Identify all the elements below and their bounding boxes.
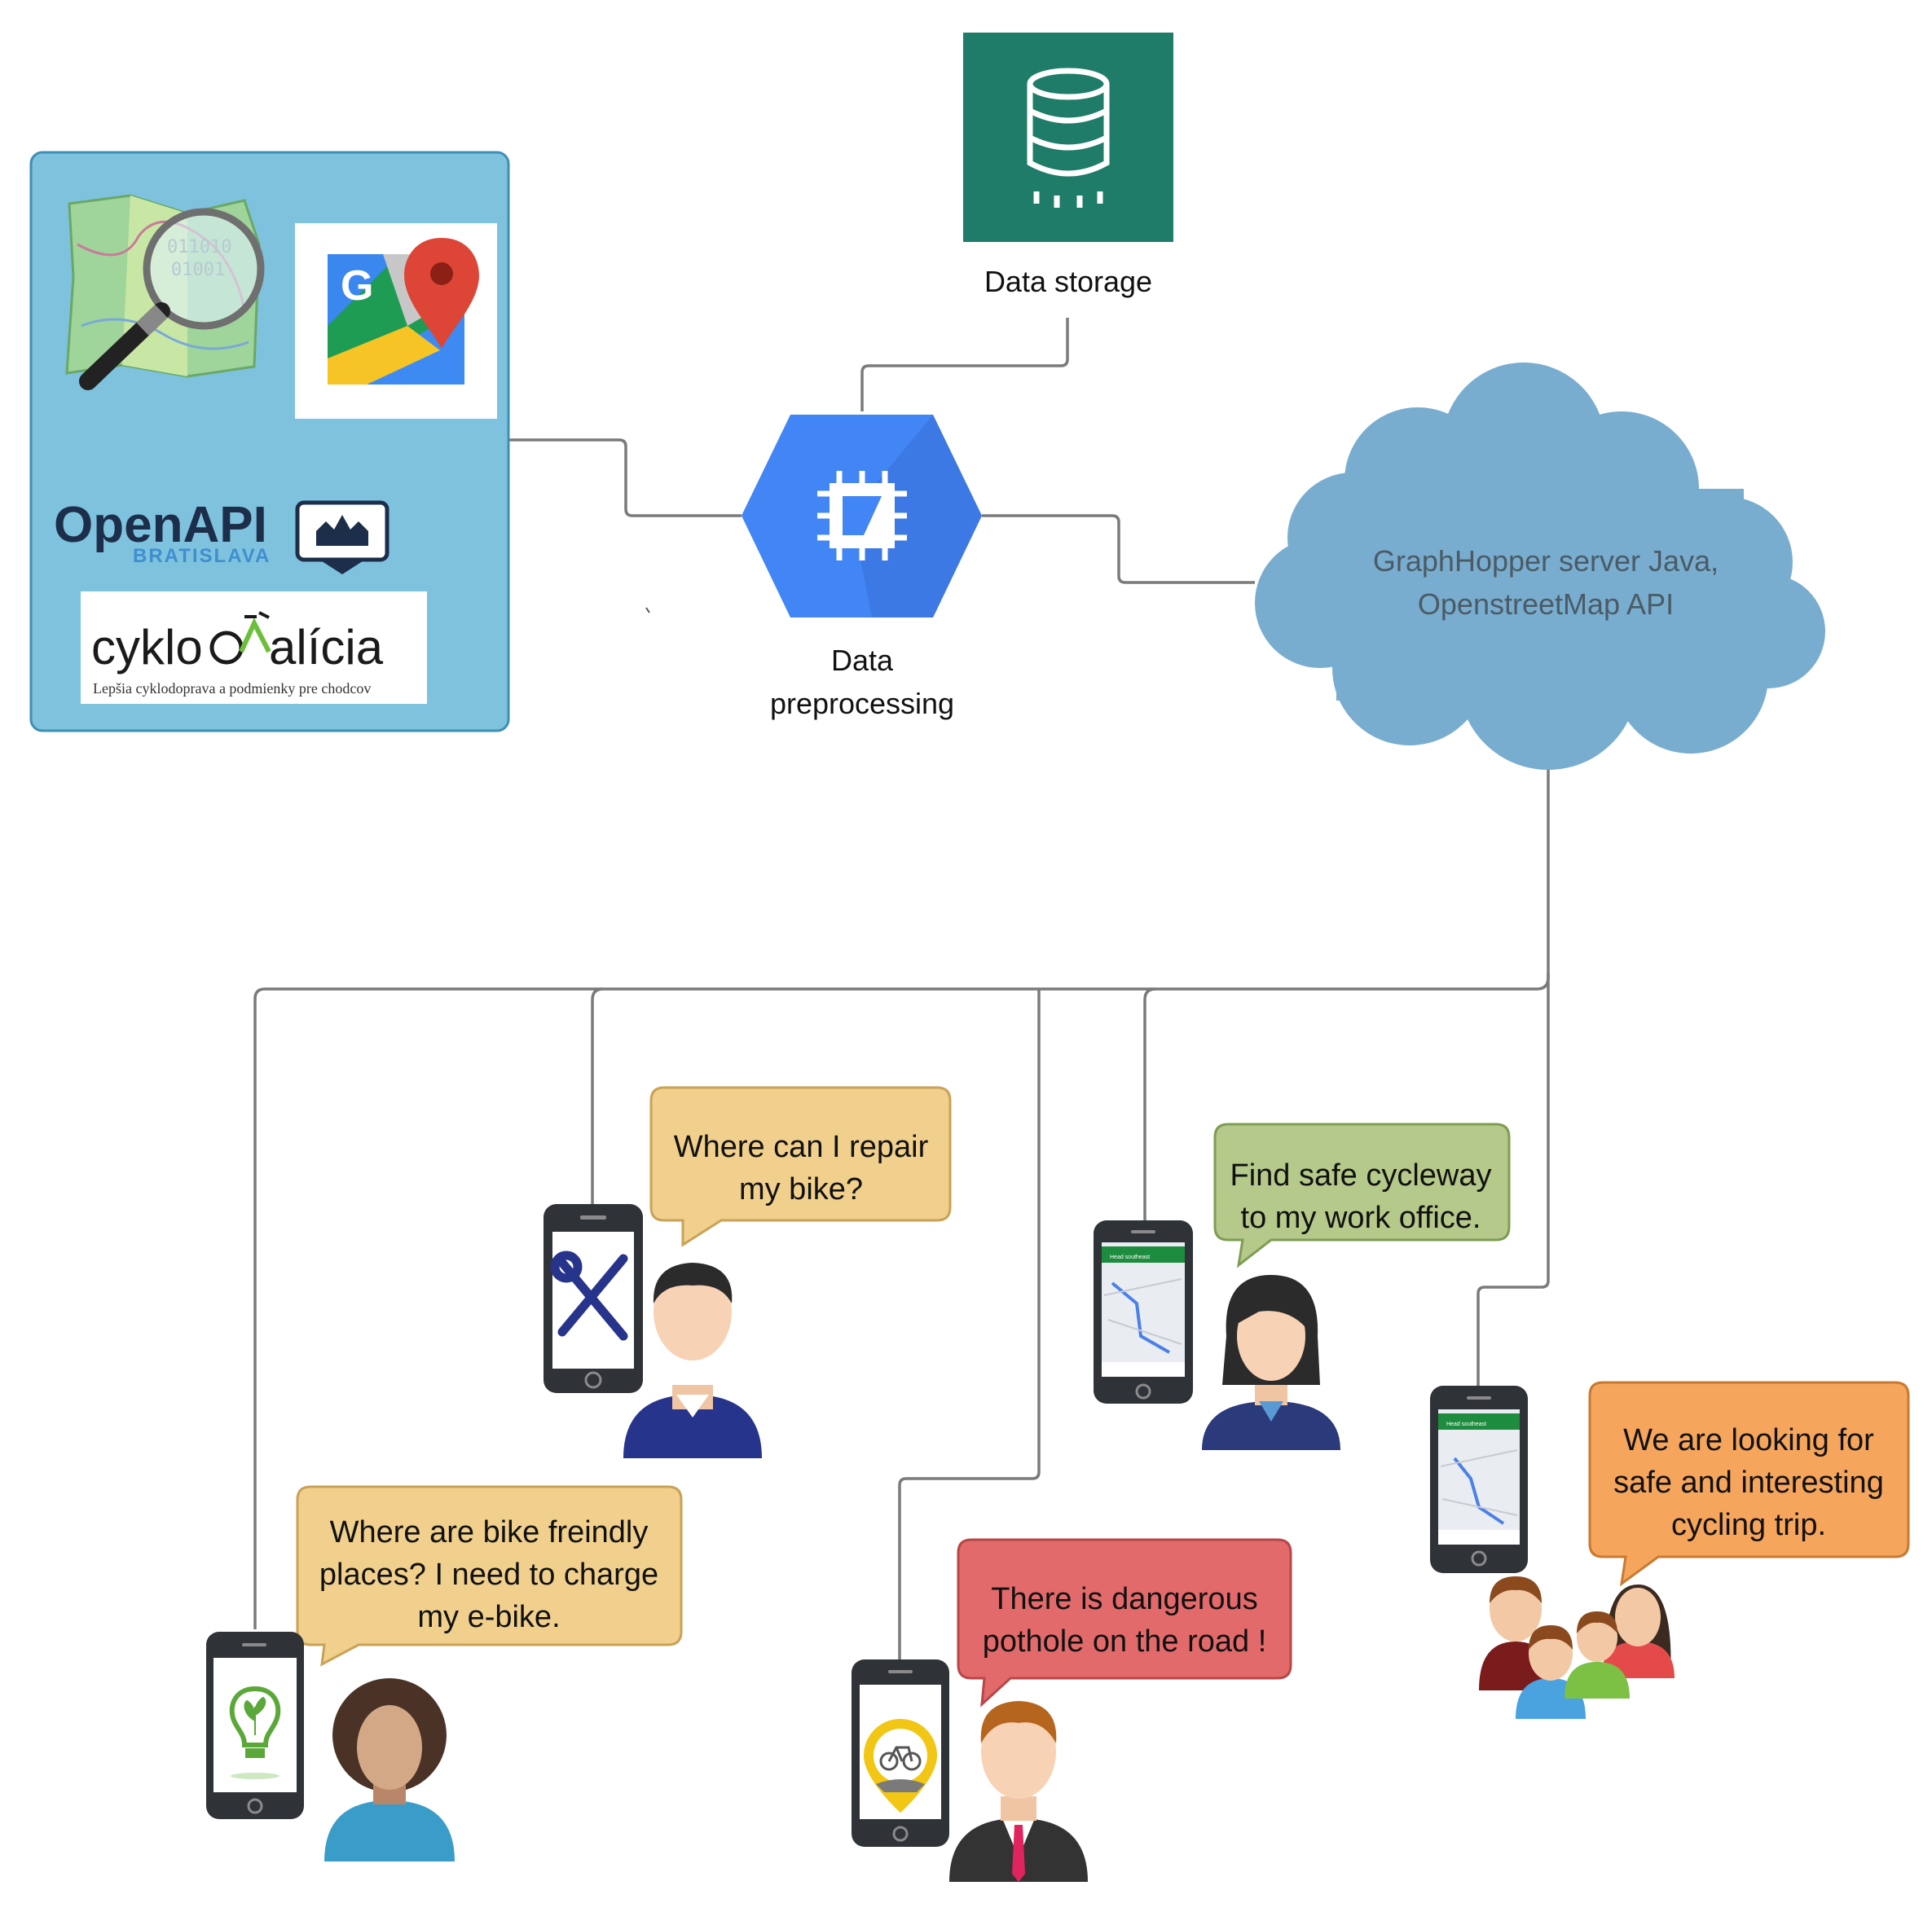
cyklokoalicia-logo: cyklo alícia Lepšia cyklodoprava a podmi… (81, 591, 427, 704)
google-maps-letter: G (341, 262, 373, 310)
speech-bubble-charge: Where are bike freindly places? I need t… (296, 1485, 683, 1667)
graphhopper-server-cloud: GraphHopper server Java, OpenstreetMap A… (1255, 363, 1825, 770)
server-label-line1: GraphHopper server Java, (1373, 544, 1719, 578)
phone-repair (544, 1204, 643, 1393)
connector-preprocess-server (982, 514, 1255, 584)
bubble-charge-line2: places? I need to charge (319, 1558, 658, 1592)
connector-server-trip-phone (1477, 974, 1550, 1386)
bicycle-k-icon (209, 611, 271, 665)
data-storage-node: Data storage (963, 33, 1173, 298)
speech-bubble-trip: We are looking for safe and interesting … (1588, 1381, 1910, 1587)
bike-location-pin-icon (864, 1719, 937, 1813)
bubble-pothole-line1: There is dangerous (991, 1582, 1257, 1616)
bubble-cycleway-line1: Find safe cycleway (1230, 1158, 1491, 1193)
person-woman-curly (324, 1678, 455, 1861)
speech-bubble-cycleway: Find safe cycleway to my work office. (1213, 1123, 1511, 1268)
connector-bus-cycleway-phone (1143, 987, 1156, 1220)
database-icon (1027, 68, 1110, 208)
connector-bus-pothole-phone (898, 989, 1041, 1659)
connector-preprocess-storage (860, 318, 1069, 411)
data-storage-label: Data storage (984, 265, 1152, 298)
preprocessing-label-line1: Data (831, 644, 894, 677)
bubble-trip-line3: cycling trip. (1671, 1508, 1826, 1542)
cyklo-left-text: cyklo (91, 620, 203, 675)
connector-bus-repair-phone (591, 987, 604, 1204)
cyklo-right-text: alícia (269, 620, 384, 675)
nav-banner-text-2: Head southeast (1446, 1422, 1486, 1427)
phone-trip: Head southeast (1430, 1386, 1528, 1573)
openstreetmap-logo: 011010 01001 (65, 194, 265, 390)
speech-bubble-pothole: There is dangerous pothole on the road ! (957, 1538, 1292, 1708)
cyklo-tagline: Lepšia cyklodoprava a podmienky pre chod… (93, 680, 371, 697)
google-maps-logo: G (295, 223, 497, 419)
person-man-sweater (623, 1263, 762, 1458)
preprocessing-label-line2: preprocessing (770, 687, 954, 720)
stray-mark (645, 607, 650, 613)
wrench-screwdriver-icon (550, 1250, 628, 1341)
speech-bubble-repair: Where can I repair my bike? (649, 1086, 952, 1247)
openapi-title: OpenAPI (54, 497, 267, 553)
bubble-trip-line2: safe and interesting (1613, 1466, 1884, 1500)
eco-lightbulb-icon (229, 1686, 281, 1779)
person-man-suit (949, 1701, 1088, 1882)
data-storage-box (963, 33, 1173, 242)
phone-charge (206, 1632, 304, 1819)
person-family (1479, 1576, 1675, 1719)
person-woman-blazer (1202, 1275, 1340, 1450)
bubble-repair-line1: Where can I repair (674, 1130, 929, 1164)
phone-cycleway: Head southeast (1094, 1220, 1193, 1404)
bubble-charge-line3: my e-bike. (417, 1600, 560, 1634)
server-label-line2: OpenstreetMap API (1418, 587, 1674, 621)
nav-banner-text: Head southeast (1110, 1255, 1150, 1260)
openapi-bratislava-logo: OpenAPI BRATISLAVA (54, 497, 389, 574)
svg-text:011010: 011010 (167, 237, 231, 257)
bubble-cycleway-line2: to my work office. (1241, 1201, 1481, 1235)
bubble-charge-line1: Where are bike freindly (330, 1515, 649, 1549)
phone-pothole (852, 1659, 949, 1847)
data-preprocessing-node: Data preprocessing (742, 415, 982, 720)
connectors (253, 318, 1550, 1659)
openapi-subtitle: BRATISLAVA (133, 545, 271, 567)
data-sources-panel: 011010 01001 G OpenAPI BRATISLAVA (29, 151, 510, 732)
bubble-repair-line2: my bike? (739, 1172, 863, 1207)
bubble-pothole-line2: pothole on the road ! (983, 1624, 1267, 1659)
processor-chip-icon (817, 471, 907, 560)
connector-sources-preprocess (509, 438, 742, 517)
bubble-trip-line1: We are looking for (1623, 1423, 1874, 1457)
svg-text:01001: 01001 (171, 260, 225, 280)
